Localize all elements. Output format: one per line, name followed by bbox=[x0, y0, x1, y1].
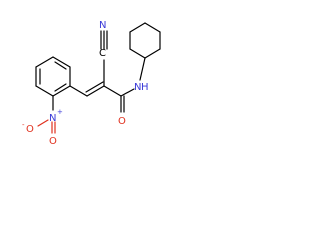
nitro-oxygen-single-label: O bbox=[26, 124, 34, 135]
benzene-ring bbox=[35, 56, 71, 97]
amide-hydrogen-label: H bbox=[141, 82, 149, 93]
chemical-structure-diagram: C N N H O N + O - O bbox=[22, 20, 161, 147]
cyclohexyl-bond bbox=[129, 22, 146, 33]
amide-nitrogen-label: N bbox=[134, 82, 141, 93]
cyclohexyl-bond bbox=[144, 48, 161, 59]
benzene-bond bbox=[52, 85, 71, 97]
benzene-inner-bond bbox=[54, 61, 67, 70]
vinyl-double-bond-second bbox=[85, 81, 104, 93]
cyano-carbon-label: C bbox=[99, 48, 106, 59]
benzene-bond bbox=[35, 56, 54, 68]
cyano-nitrogen-label: N bbox=[99, 20, 106, 31]
n-cyclohexyl-bond bbox=[139, 57, 146, 81]
vinyl-aryl-bond bbox=[69, 85, 88, 97]
cyclohexyl-ring bbox=[129, 22, 161, 59]
cyclohexyl-bond bbox=[129, 48, 146, 59]
nitro-negative-charge: - bbox=[22, 121, 25, 129]
amide-cn-bond bbox=[120, 88, 135, 97]
amide-oxygen-label: O bbox=[118, 116, 126, 127]
cyclohexyl-bond bbox=[144, 22, 161, 33]
carbonyl-alpha-bond bbox=[103, 85, 122, 97]
vinyl-double-bond bbox=[86, 85, 105, 97]
nitro-single-bond bbox=[37, 119, 49, 127]
benzene-bond bbox=[35, 85, 54, 97]
nitro-oxygen-double-label: O bbox=[49, 136, 57, 147]
benzene-inner-bond bbox=[54, 83, 67, 92]
nitro-nitrogen-label: N bbox=[49, 113, 56, 124]
nitro-positive-charge: + bbox=[57, 108, 63, 116]
benzene-bond bbox=[52, 56, 71, 68]
